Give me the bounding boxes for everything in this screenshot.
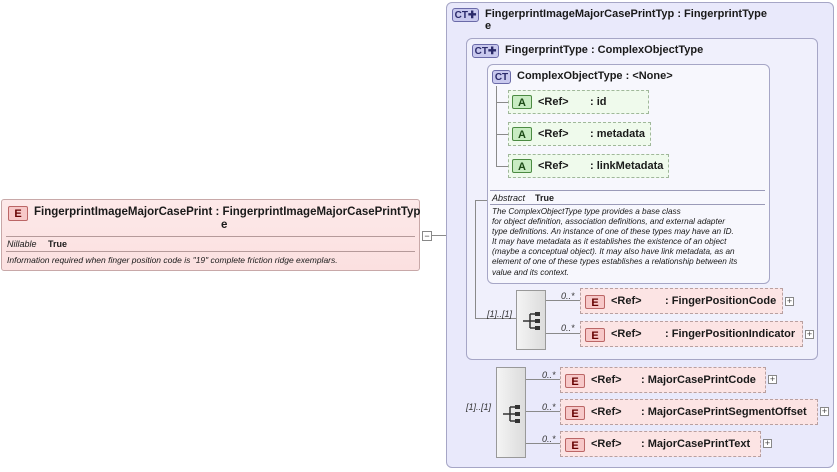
expand-toggle[interactable]: +: [785, 296, 794, 306]
sequence-occurrence: [1]..[1]: [466, 402, 492, 412]
element-badge: E: [8, 206, 28, 221]
element-occurrence: 0..*: [542, 370, 556, 380]
inner-type-title: ComplexObjectType : <None>: [517, 70, 673, 82]
nillable-label: Nillable: [7, 239, 37, 249]
element-badge: E: [565, 406, 585, 420]
element-occurrence: 0..*: [561, 323, 575, 333]
attribute-ref: <Ref>: [538, 96, 569, 108]
doc-line: element of one of these types establishe…: [492, 257, 738, 267]
root-element-name-text: FingerprintImageMajorCasePrint: [34, 206, 213, 218]
root-element-type: FingerprintImageMajorCasePrintTyp: [222, 206, 421, 218]
doc-line: value and its context.: [492, 267, 569, 277]
element-name: : MajorCasePrintSegmentOffset: [641, 406, 807, 418]
connector-line: [496, 86, 497, 167]
attribute-badge: A: [512, 95, 532, 109]
doc-line: It may have metadata as it establishes t…: [492, 237, 727, 247]
ct-badge-text: CT: [474, 46, 488, 57]
attribute-badge: A: [512, 127, 532, 141]
element-finger-position-code[interactable]: E <Ref> : FingerPositionCode: [580, 288, 783, 314]
sequence-occurrence: [1]..[1]: [487, 309, 513, 319]
element-ref: <Ref>: [591, 406, 622, 418]
ct-badge-text: CT: [454, 10, 468, 21]
outer-type-title-wrap: e: [485, 20, 492, 32]
sequence-icon: [523, 312, 540, 330]
element-name: : MajorCasePrintText: [641, 438, 751, 450]
mid-type-title: FingerprintType : ComplexObjectType: [505, 44, 704, 56]
doc-line: The ComplexObjectType type provides a ba…: [492, 207, 681, 216]
element-occurrence: 0..*: [542, 402, 556, 412]
connector-line: [526, 379, 560, 380]
abstract-label: Abstract: [492, 193, 526, 203]
element-badge: E: [585, 328, 605, 342]
element-ref: <Ref>: [591, 374, 622, 386]
element-badge: E: [565, 374, 585, 388]
complex-type-badge: CT✚: [472, 44, 499, 58]
doc-line: (maybe a conceptual object). It may also…: [492, 247, 735, 257]
nillable-value: True: [48, 239, 68, 249]
sequence-compositor[interactable]: [496, 367, 526, 458]
attribute-badge: A: [512, 159, 532, 173]
expand-toggle[interactable]: +: [763, 438, 772, 448]
divider: [6, 236, 415, 237]
expand-toggle[interactable]: +: [820, 406, 829, 416]
attribute-linkmetadata[interactable]: A <Ref> : linkMetadata: [508, 154, 669, 178]
attribute-metadata[interactable]: A <Ref> : metadata: [508, 122, 651, 146]
connector-line: [496, 102, 510, 103]
element-ref: <Ref>: [611, 295, 642, 307]
doc-line: type definitions. An instance of one of …: [492, 227, 734, 237]
attribute-ref: <Ref>: [538, 128, 569, 140]
divider: [6, 251, 415, 252]
attribute-name: : linkMetadata: [590, 160, 664, 172]
root-element-box[interactable]: E FingerprintImageMajorCasePrint : Finge…: [1, 199, 420, 271]
sequence-compositor[interactable]: [516, 290, 546, 350]
attribute-id[interactable]: A <Ref> : id: [508, 90, 649, 114]
doc-line: for object definition, association defin…: [492, 217, 726, 227]
expand-toggle[interactable]: +: [768, 374, 777, 384]
element-major-case-print-text[interactable]: E <Ref> : MajorCasePrintText: [560, 431, 761, 457]
outer-type-title: FingerprintImageMajorCasePrintTyp : Fing…: [485, 8, 767, 20]
attribute-name: : metadata: [590, 128, 646, 140]
root-element-type-wrap: e: [221, 219, 228, 231]
element-ref: <Ref>: [591, 438, 622, 450]
connector-line: [546, 300, 580, 301]
connector-line: [526, 443, 560, 444]
element-name: : FingerPositionCode: [665, 295, 777, 307]
connector-line: [526, 411, 560, 412]
abstract-value: True: [535, 193, 555, 203]
element-occurrence: 0..*: [542, 434, 556, 444]
element-ref: <Ref>: [611, 328, 642, 340]
inner-type-documentation: The ComplexObjectType type provides a ba…: [492, 207, 737, 278]
collapse-toggle[interactable]: −: [422, 231, 432, 241]
divider: [490, 204, 765, 205]
connector-line: [496, 134, 510, 135]
connector-line: [432, 235, 456, 236]
element-badge: E: [565, 438, 585, 452]
expand-toggle[interactable]: +: [805, 329, 814, 339]
connector-line: [496, 166, 510, 167]
root-element-documentation: Information required when finger positio…: [7, 255, 338, 265]
connector-line: [475, 318, 517, 319]
connector-line: [475, 200, 476, 319]
root-element-name: FingerprintImageMajorCasePrint : Fingerp…: [34, 206, 420, 218]
element-name: : FingerPositionIndicator: [665, 328, 796, 340]
connector-line: [475, 200, 487, 201]
divider: [490, 190, 765, 191]
element-name: : MajorCasePrintCode: [641, 374, 756, 386]
sequence-icon: [503, 405, 520, 423]
attribute-name: : id: [590, 96, 607, 108]
connector-line: [546, 333, 580, 334]
root-element-separator: :: [215, 206, 220, 218]
attribute-ref: <Ref>: [538, 160, 569, 172]
element-major-case-print-segment-offset[interactable]: E <Ref> : MajorCasePrintSegmentOffset: [560, 399, 818, 425]
element-major-case-print-code[interactable]: E <Ref> : MajorCasePrintCode: [560, 367, 766, 393]
element-finger-position-indicator[interactable]: E <Ref> : FingerPositionIndicator: [580, 321, 803, 347]
element-occurrence: 0..*: [561, 291, 575, 301]
complex-type-badge: CT✚: [452, 8, 479, 22]
complex-type-badge: CT: [492, 70, 511, 84]
element-badge: E: [585, 295, 605, 309]
